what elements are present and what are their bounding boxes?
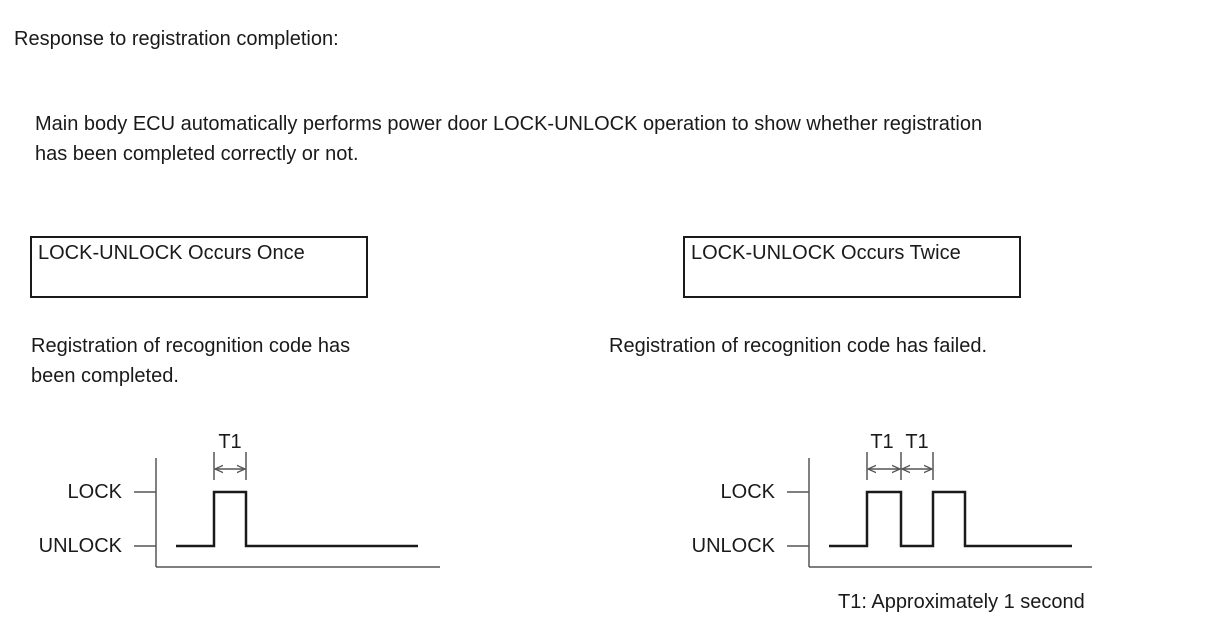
unlock-level-label: UNLOCK	[692, 535, 776, 557]
timing-chart-once: LOCK UNLOCK T1	[39, 431, 440, 568]
t1-label-2: T1	[905, 431, 928, 453]
signal-waveform	[176, 490, 418, 548]
case-once-description-line-1: Registration of recognition code has	[31, 335, 351, 357]
intro-line-2: has been completed correctly or not.	[35, 143, 359, 165]
t1-label: T1	[218, 431, 241, 453]
intro-line-1: Main body ECU automatically performs pow…	[35, 113, 983, 135]
lock-level-label: LOCK	[721, 481, 776, 503]
case-twice-box: LOCK-UNLOCK Occurs Twice	[683, 236, 1021, 298]
case-once-description-line-2: been completed.	[31, 365, 179, 387]
unlock-level-label: UNLOCK	[39, 535, 123, 557]
case-once-box: LOCK-UNLOCK Occurs Once	[30, 236, 368, 298]
signal-waveform	[829, 490, 1072, 548]
timing-chart-twice: LOCK UNLOCK T1 T1	[692, 431, 1092, 568]
t1-note: T1: Approximately 1 second	[838, 591, 1085, 613]
lock-level-label: LOCK	[68, 481, 123, 503]
heading: Response to registration completion:	[14, 28, 339, 50]
t1-label-1: T1	[870, 431, 893, 453]
case-twice-description-line-1: Registration of recognition code has fai…	[609, 335, 988, 357]
